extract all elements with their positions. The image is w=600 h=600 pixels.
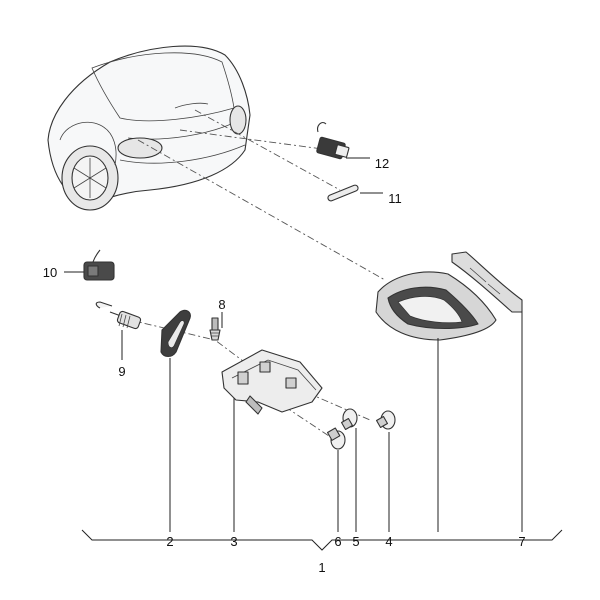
callout-11: 11 [388,191,402,206]
wheel-icon [61,145,119,211]
part-2-gasket [160,309,191,532]
callout-8: 8 [218,297,225,312]
part-3-holder-plate [221,349,323,532]
callout-5: 5 [352,534,359,549]
part-8-screw [209,312,223,341]
part-5-bulb [340,408,358,532]
group-bracket [81,529,563,551]
callout-7: 7 [518,534,525,549]
part-7-trim [451,251,523,532]
part-4-bulb [375,410,396,532]
callout-12: 12 [375,156,389,171]
callout-6: 6 [334,534,341,549]
callout-1: 1 [318,560,325,575]
callout-9: 9 [118,364,125,379]
callout-10: 10 [43,265,57,280]
callout-labels: 1 2 3 4 5 6 7 8 9 10 11 12 [43,156,526,575]
part-6-bulb [326,427,346,532]
car-rear-illustration [47,45,251,211]
part-10-connector [64,249,115,281]
callout-3: 3 [230,534,237,549]
callout-4: 4 [385,534,392,549]
tail-lamp [375,271,497,532]
part-12-sensor [316,122,370,160]
part-9-bulb-holder [95,301,142,360]
callout-2: 2 [166,534,173,549]
part-11-pin [327,184,383,202]
